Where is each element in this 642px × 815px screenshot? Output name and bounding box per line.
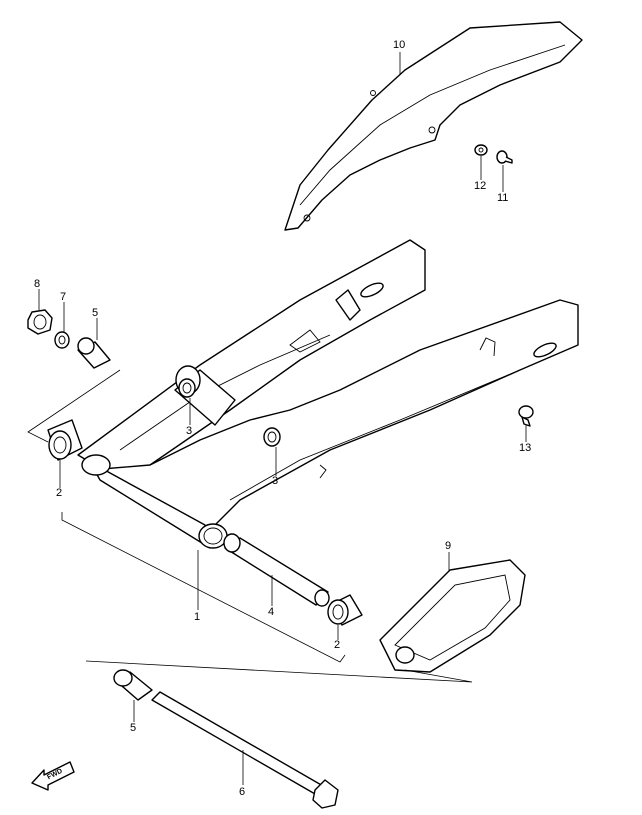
callout-12: 12 [474, 180, 487, 192]
washer-part-12 [474, 144, 488, 156]
pivot-shaft-part-6 [151, 691, 339, 809]
spacer-part-5-bottom [113, 669, 153, 701]
nut-part-8 [27, 309, 53, 335]
callout-8: 8 [34, 278, 41, 290]
callout-7: 7 [60, 291, 67, 303]
callout-3-left: 3 [186, 425, 193, 437]
callout-11: 11 [497, 192, 509, 204]
bearing-part-2a [47, 419, 83, 461]
callout-4: 4 [268, 606, 275, 618]
fwd-arrow-icon [31, 761, 75, 791]
plug-part-13 [518, 405, 534, 427]
callout-5-top: 5 [92, 307, 99, 319]
callout-3-right: 3 [272, 475, 279, 487]
callout-2-left: 2 [56, 487, 63, 499]
callout-9: 9 [445, 540, 452, 552]
callout-13: 13 [519, 442, 532, 454]
swingarm-part-1 [77, 239, 579, 549]
callout-6: 6 [239, 786, 246, 798]
callout-2-right: 2 [334, 639, 341, 651]
washer-part-7 [54, 331, 70, 349]
callout-5-bottom: 5 [130, 722, 137, 734]
leader-lines [27, 52, 527, 785]
chain-guide-part-9 [379, 559, 526, 673]
pivot-sleeve-part-4 [223, 533, 330, 607]
callout-1: 1 [194, 611, 201, 623]
spacer-part-5-top [77, 337, 111, 369]
bearing-part-3a [178, 378, 196, 398]
bolt-part-11 [496, 150, 513, 164]
callout-10: 10 [393, 39, 406, 51]
chain-cover-part-10 [284, 21, 583, 231]
bearing-part-3b [263, 427, 281, 447]
bearing-part-2b [327, 594, 363, 626]
